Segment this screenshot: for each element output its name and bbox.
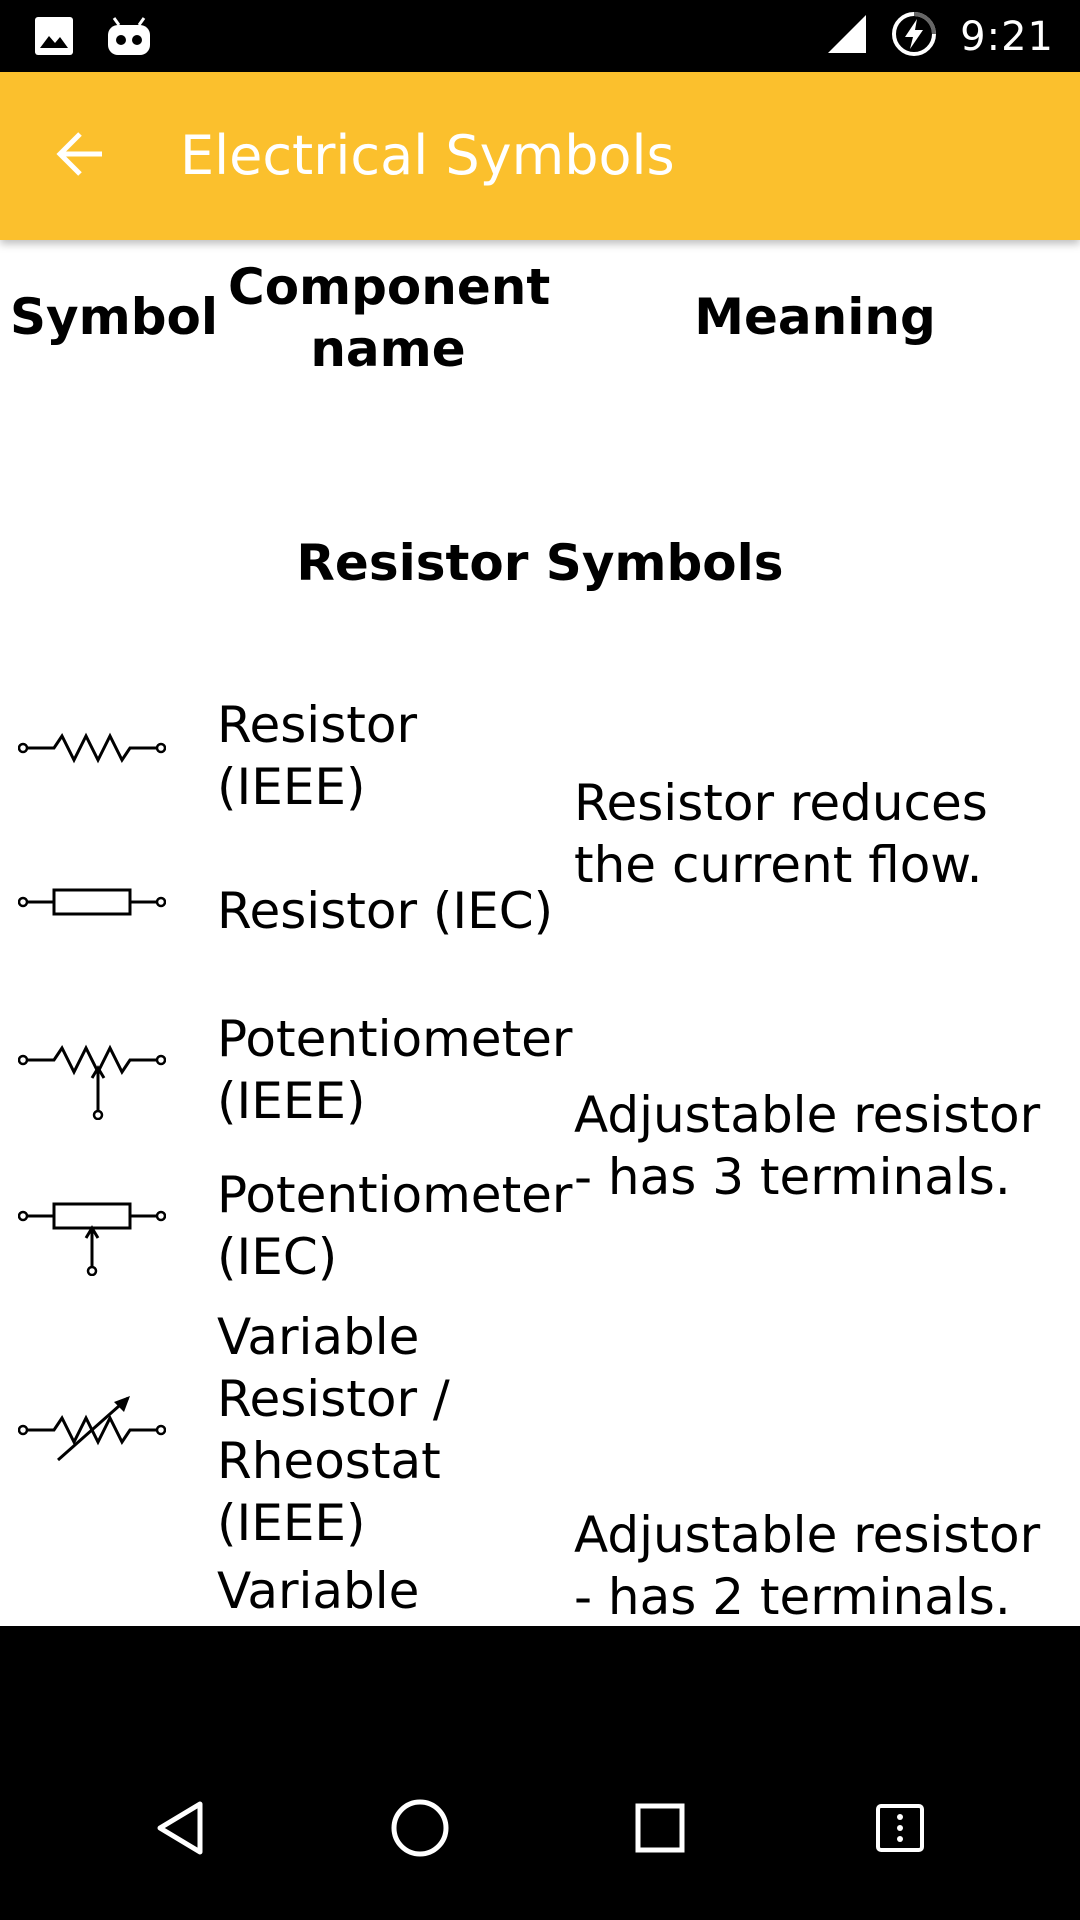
back-nav-icon [150,1798,210,1863]
menu-nav-button[interactable] [860,1790,940,1870]
recents-nav-button[interactable] [620,1790,700,1870]
component-name: Potentiometer (IEC) [217,1166,573,1286]
resistor-ieee-icon [17,728,167,773]
meaning-text: Adjustable resistor - has 3 terminals. [574,1086,1041,1206]
back-nav-button[interactable] [140,1790,220,1870]
potentiometer-iec-icon [17,1196,167,1281]
resistor-iec-icon [17,882,167,927]
symbols-table: Symbol Component name Meaning Resistor S… [0,240,1080,1626]
header-symbol: Symbol [10,288,218,346]
component-name: Resistor (IEEE) [217,696,417,816]
image-icon [34,16,74,61]
header-component-name: Component name [228,258,551,378]
home-nav-button[interactable] [380,1790,460,1870]
meaning-text: Adjustable resistor - has 2 terminals. [574,1506,1041,1626]
header-meaning: Meaning [694,288,936,346]
back-button[interactable] [40,116,120,196]
signal-icon [826,13,868,60]
recents-nav-icon [632,1800,688,1861]
android-robot-icon [106,16,152,61]
component-name: Variable Resistor / Rheostat (IEEE) [217,1308,450,1552]
meaning-text: Resistor reduces the current flow. [574,774,988,894]
menu-nav-icon [874,1802,926,1859]
component-name: Potentiometer (IEEE) [217,1010,573,1130]
variable-resistor-ieee-icon [17,1390,167,1475]
section-title: Resistor Symbols [296,534,784,592]
arrow-back-icon [54,128,106,185]
home-nav-icon [388,1796,452,1865]
component-name: Variable [217,1562,420,1620]
app-bar: Electrical Symbols [0,72,1080,240]
page-title: Electrical Symbols [180,124,675,187]
potentiometer-ieee-icon [17,1040,167,1125]
component-name: Resistor (IEC) [217,882,554,940]
status-bar: 9:21 [0,0,1080,72]
navigation-bar [0,1626,1080,1920]
status-clock: 9:21 [960,13,1054,60]
battery-charging-icon [890,10,938,63]
